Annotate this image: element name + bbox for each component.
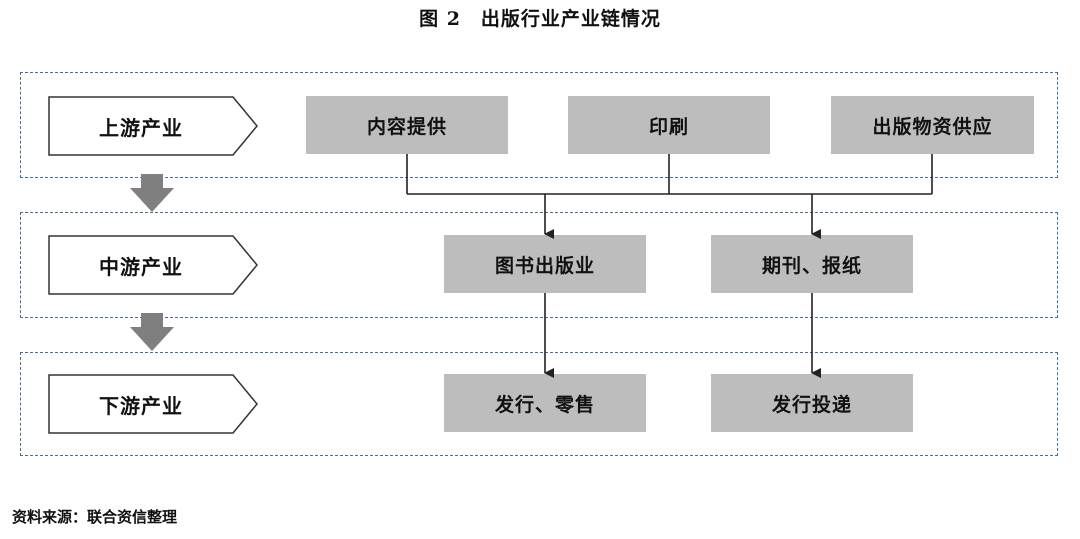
- distribution-retail-box: 发行、零售: [444, 374, 646, 432]
- stage-upstream: 上游产业: [48, 96, 258, 156]
- book-publishing-box: 图书出版业: [444, 235, 646, 293]
- periodicals-newspapers-box: 期刊、报纸: [711, 235, 913, 293]
- stage-label: 上游产业: [99, 115, 183, 140]
- publishing-supplies-box: 出版物资供应: [831, 96, 1034, 154]
- stage-label: 中游产业: [99, 254, 183, 279]
- downstream-tier: [20, 352, 1058, 456]
- stage-downstream: 下游产业: [48, 374, 258, 434]
- printing-box: 印刷: [568, 96, 770, 154]
- figure-title: 图 2 出版行业产业链情况: [419, 8, 661, 30]
- stage-label: 下游产业: [99, 393, 183, 418]
- midstream-tier: [20, 212, 1058, 318]
- source-note: 资料来源：联合资信整理: [12, 508, 178, 526]
- stage-arrow-shape: [48, 235, 258, 295]
- stage-arrow-shape: [48, 96, 258, 156]
- upstream-tier: [20, 72, 1058, 178]
- stage-midstream: 中游产业: [48, 235, 258, 295]
- tier-down-arrow-2: [130, 313, 174, 351]
- distribution-delivery-box: 发行投递: [711, 374, 913, 432]
- tier-down-arrow-1: [130, 174, 174, 212]
- stage-arrow-shape: [48, 374, 258, 434]
- content-provision-box: 内容提供: [306, 96, 508, 154]
